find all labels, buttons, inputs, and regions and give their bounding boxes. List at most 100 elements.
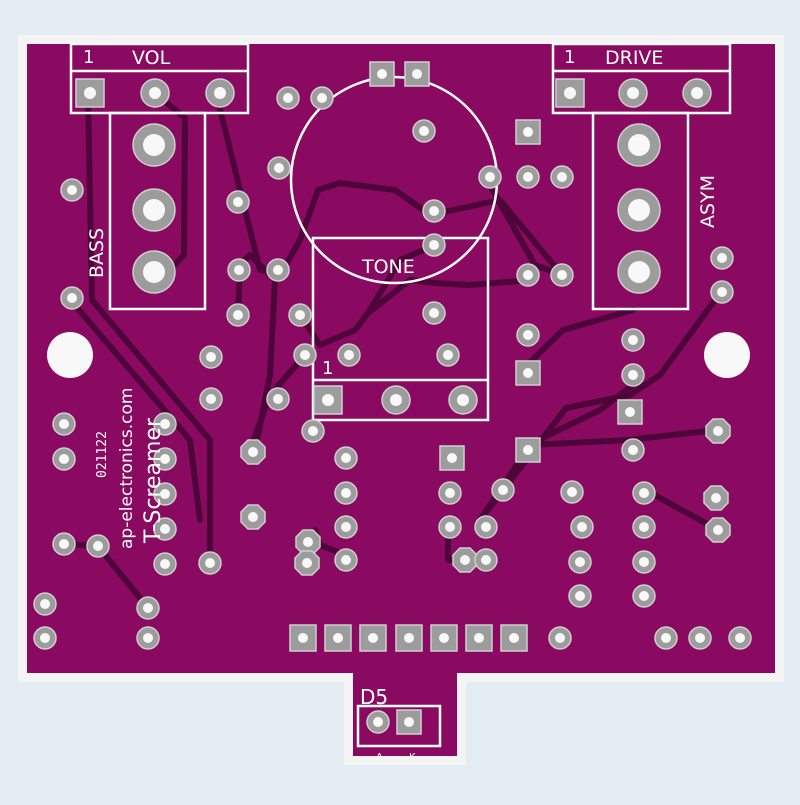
pad-drill-hole	[445, 522, 455, 532]
pad-drill-hole	[557, 270, 567, 280]
pad-drill-hole	[557, 172, 567, 182]
pad-drill-hole	[283, 93, 293, 103]
pad-drill-hole	[143, 603, 153, 613]
bass-pot-outline	[108, 111, 207, 311]
pad-drill-hole	[523, 127, 533, 137]
pad-drill-hole	[390, 394, 402, 406]
pad-drill-hole	[404, 717, 414, 727]
vol-pot-label: VOL	[132, 47, 171, 69]
pad-drill-hole	[481, 522, 491, 532]
copper-trace	[365, 242, 438, 316]
bass-pot-label: BASS	[86, 228, 108, 278]
pad-drill-hole	[233, 310, 243, 320]
pad-drill-hole	[445, 488, 455, 498]
pad-drill-hole	[248, 512, 258, 522]
asym-pot-label: ASYM	[697, 175, 719, 228]
pad-drill-hole	[206, 394, 216, 404]
asym-pot-outline	[591, 111, 690, 311]
pad-drill-hole	[429, 308, 439, 318]
pad-drill-hole	[274, 163, 284, 173]
pad-drill-hole	[341, 522, 351, 532]
pad-drill-hole	[143, 134, 165, 156]
pad-drill-hole	[205, 558, 215, 568]
pad-drill-hole	[344, 350, 354, 360]
pad-drill-hole	[443, 350, 453, 360]
pad-drill-hole	[555, 633, 565, 643]
pad-drill-hole	[149, 87, 161, 99]
mounting-hole	[704, 332, 750, 378]
pad-drill-hole	[273, 394, 283, 404]
pad-drill-hole	[234, 265, 244, 275]
pad-drill-hole	[460, 555, 470, 565]
pad-drill-hole	[735, 633, 745, 643]
pad-drill-hole	[639, 522, 649, 532]
pad-drill-hole	[295, 310, 305, 320]
mounting-hole	[47, 332, 93, 378]
pad-drill-hole	[457, 394, 469, 406]
square-pad	[465, 624, 493, 652]
board-website: ap-electronics.com	[117, 388, 137, 549]
pad-drill-hole	[523, 368, 533, 378]
component-pads	[33, 61, 752, 735]
pad-drill-hole	[711, 493, 721, 503]
pad-drill-hole	[248, 447, 258, 457]
pad-drill-hole	[233, 197, 243, 207]
pad-drill-hole	[298, 633, 308, 643]
copper-trace	[152, 90, 188, 275]
board-date-code: 021122	[95, 431, 110, 478]
pad-drill-hole	[143, 633, 153, 643]
pad-drill-hole	[40, 599, 50, 609]
pad-drill-hole	[160, 559, 170, 569]
pad-drill-hole	[564, 87, 576, 99]
pad-drill-hole	[523, 172, 533, 182]
pad-drill-hole	[300, 350, 310, 360]
pad-drill-hole	[628, 134, 650, 156]
pad-drill-hole	[419, 126, 429, 136]
pad-drill-hole	[691, 87, 703, 99]
pad-drill-hole	[485, 172, 495, 182]
pad-drill-hole	[628, 370, 638, 380]
pad-drill-hole	[625, 407, 635, 417]
pad-drill-hole	[412, 69, 422, 79]
silkscreen-outlines	[69, 42, 732, 748]
pad-drill-hole	[214, 87, 226, 99]
square-pad	[395, 624, 423, 652]
pad-drill-hole	[567, 487, 577, 497]
pad-drill-hole	[627, 87, 639, 99]
pad-drill-hole	[67, 293, 77, 303]
pad-drill-hole	[509, 633, 519, 643]
pad-drill-hole	[439, 633, 449, 643]
pad-drill-hole	[333, 633, 343, 643]
pad-drill-hole	[160, 454, 170, 464]
pad-drill-hole	[577, 522, 587, 532]
tone-pot-outline	[311, 236, 490, 422]
copper-trace	[517, 307, 636, 375]
pad-drill-hole	[377, 69, 387, 79]
led-reference-label: D5	[360, 685, 388, 709]
pad-drill-hole	[404, 633, 414, 643]
pad-drill-hole	[302, 558, 312, 568]
copper-trace	[85, 90, 213, 566]
pad-drill-hole	[713, 525, 723, 535]
led-outline	[356, 704, 442, 748]
vol-pin-one-label: 1	[83, 47, 94, 68]
square-pad	[555, 78, 585, 108]
pad-drill-hole	[639, 591, 649, 601]
pad-drill-hole	[84, 87, 96, 99]
pad-drill-hole	[308, 426, 318, 436]
pad-drill-hole	[59, 539, 69, 549]
pad-drill-hole	[498, 485, 508, 495]
pad-drill-hole	[93, 541, 103, 551]
pad-drill-hole	[143, 261, 165, 283]
pad-drill-hole	[661, 633, 671, 643]
pad-drill-hole	[368, 633, 378, 643]
pad-drill-hole	[341, 453, 351, 463]
pad-drill-hole	[628, 261, 650, 283]
pad-drill-hole	[628, 335, 638, 345]
silkscreen-labels: 1 VOL 1 DRIVE TONE 1 BASS ASYM T-Screame…	[83, 47, 719, 763]
square-pad	[515, 360, 541, 386]
pad-drill-hole	[429, 240, 439, 250]
pad-drill-hole	[713, 426, 723, 436]
